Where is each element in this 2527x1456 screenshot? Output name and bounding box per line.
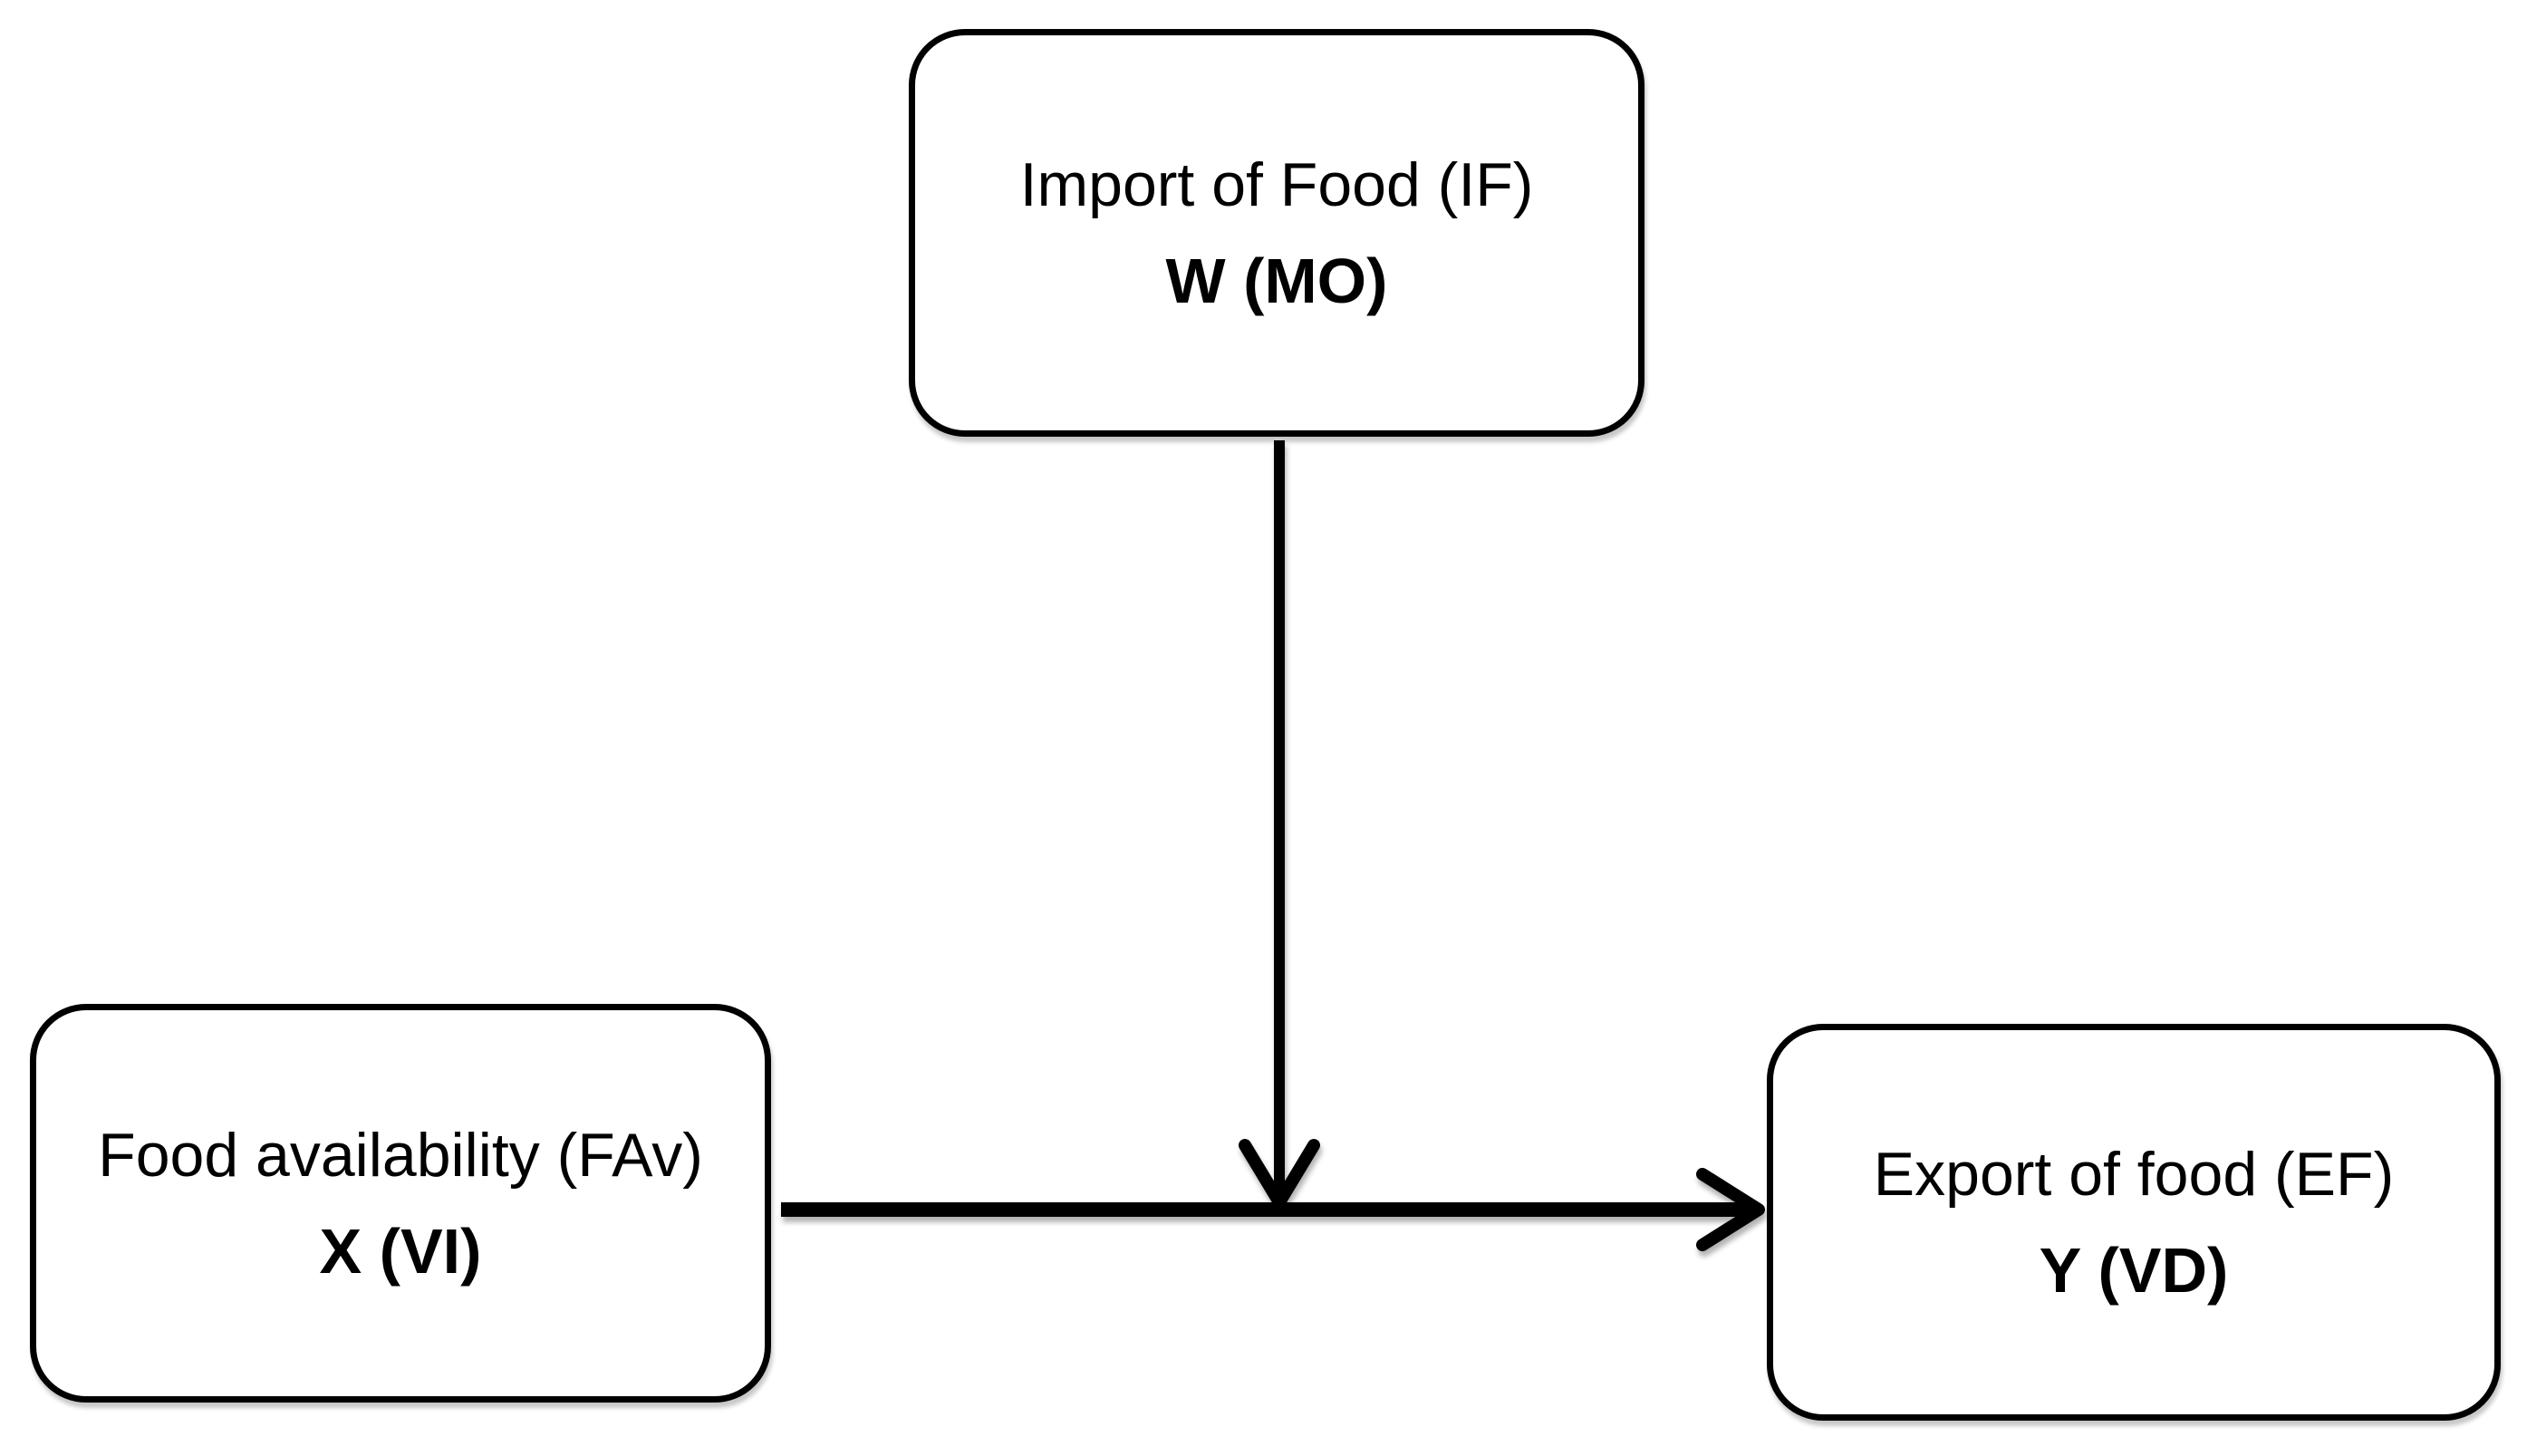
node-food-availability: Food availability (FAv) X (VI) — [30, 1004, 771, 1403]
down-arrowhead-icon — [1239, 1139, 1320, 1209]
node-import-of-food: Import of Food (IF) W (MO) — [909, 29, 1644, 437]
node-label: Food availability (FAv) — [98, 1121, 703, 1190]
direct-effect-arrow — [781, 1168, 1765, 1251]
node-variable-code: X (VI) — [319, 1216, 482, 1287]
node-label: Import of Food (IF) — [1019, 150, 1534, 219]
moderation-arrow — [1239, 440, 1320, 1209]
node-variable-code: W (MO) — [1165, 246, 1388, 316]
right-arrowhead-icon — [1696, 1168, 1765, 1251]
node-export-of-food: Export of food (EF) Y (VD) — [1767, 1024, 2501, 1421]
node-variable-code: Y (VD) — [2039, 1235, 2229, 1306]
node-label: Export of food (EF) — [1873, 1140, 2395, 1209]
